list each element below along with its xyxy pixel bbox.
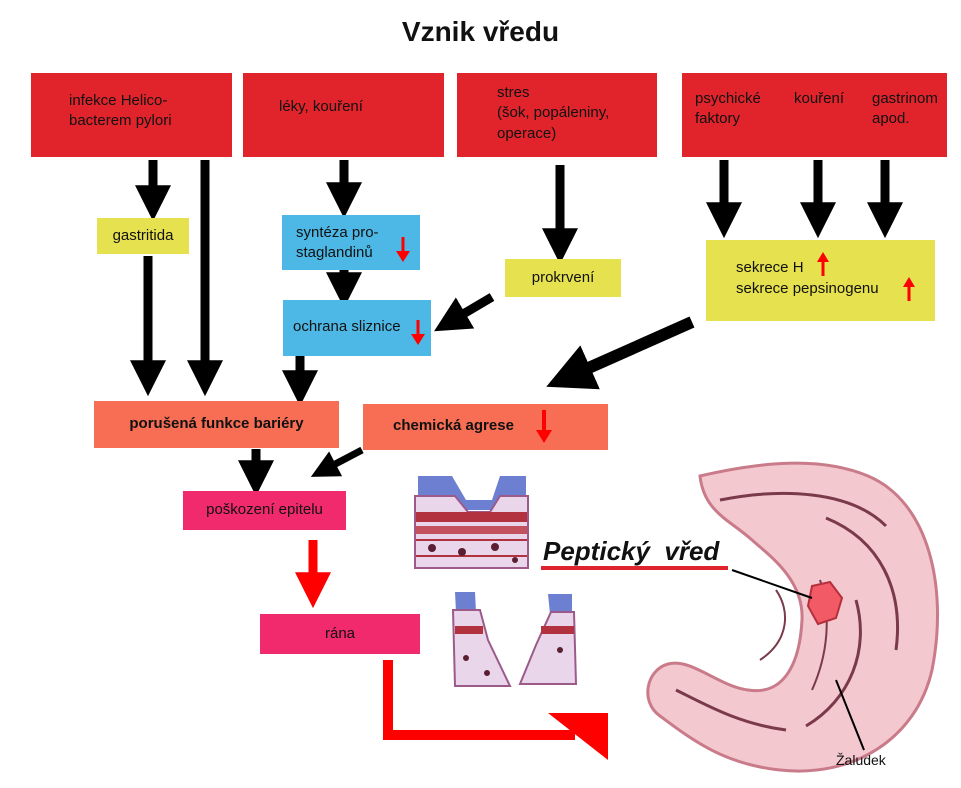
- red-up-arrow-icon: [903, 277, 915, 301]
- red-down-arrow-icon: [536, 410, 552, 443]
- node-chemical-label: chemická agrese: [393, 417, 514, 434]
- node-chemical-aggression: chemická agrese: [363, 404, 608, 450]
- cause-helicobacter-label: infekce Helico- bacterem pylori: [69, 92, 172, 130]
- node-secretion-h-label: sekrece H: [736, 259, 804, 276]
- red-down-arrow-icon: [396, 237, 410, 262]
- arrow-chemical-epithelium: [310, 446, 364, 477]
- node-mucosa-label: ochrana sliznice: [293, 318, 401, 335]
- cause-drugs-label: léky, kouření: [279, 98, 363, 115]
- epithelium-damage-illustration: [414, 476, 529, 569]
- cause-helicobacter: infekce Helico- bacterem pylori: [31, 73, 232, 157]
- node-wound: rána: [260, 614, 420, 654]
- ulcer-spot: [806, 580, 844, 626]
- node-gastritis: gastritida: [97, 218, 189, 254]
- arrow-wound-stomach-head: [548, 713, 608, 760]
- red-up-arrow-icon: [817, 252, 829, 276]
- cause-gastrinoma-label: gastrinom apod.: [872, 90, 938, 128]
- stomach-illustration: [646, 461, 939, 773]
- node-blood-flow-label: prokrvení: [531, 268, 595, 286]
- node-secretion-pepsinogen-label: sekrece pepsinogenu: [736, 280, 879, 297]
- node-epithelium-label: poškození epitelu: [206, 501, 323, 519]
- cause-psychic-label: psychické faktory: [695, 90, 761, 128]
- node-barrier: porušená funkce bariéry: [94, 401, 339, 448]
- node-epithelium-damage: poškození epitelu: [183, 491, 346, 530]
- node-barrier-label: porušená funkce bariéry: [129, 415, 304, 433]
- page-title: Vznik vředu: [401, 16, 560, 47]
- cause-stress-label: stres (šok, popáleniny, operace): [497, 84, 610, 142]
- wound-illustration: [451, 592, 578, 687]
- node-blood-flow: prokrvení: [505, 259, 621, 297]
- node-gastritis-label: gastritida: [112, 226, 174, 244]
- peptic-ulcer-label: Peptický vřed: [543, 536, 720, 566]
- node-wound-label: rána: [324, 624, 356, 642]
- node-mucosa-protection: ochrana sliznice: [283, 300, 431, 356]
- arrow-bloodflow-mucosa: [434, 293, 495, 332]
- cause-stress: stres (šok, popáleniny, operace): [457, 73, 657, 157]
- node-prostaglandin: syntéza pro- staglandinů: [282, 215, 420, 270]
- cause-drugs: léky, kouření: [243, 73, 444, 157]
- arrow-wound-stomach: [383, 660, 575, 740]
- cause-group-secretion: psychické faktory kouření gastrinom apod…: [682, 73, 947, 157]
- cause-smoking-label: kouření: [794, 90, 845, 107]
- node-prostaglandin-label: syntéza pro- staglandinů: [296, 224, 379, 262]
- red-down-arrow-icon: [411, 320, 425, 345]
- node-secretion: sekrece H sekrece pepsinogenu: [706, 240, 935, 321]
- stomach-label: Žaludek: [836, 752, 886, 768]
- arrow-secretion-chemical: [546, 316, 695, 390]
